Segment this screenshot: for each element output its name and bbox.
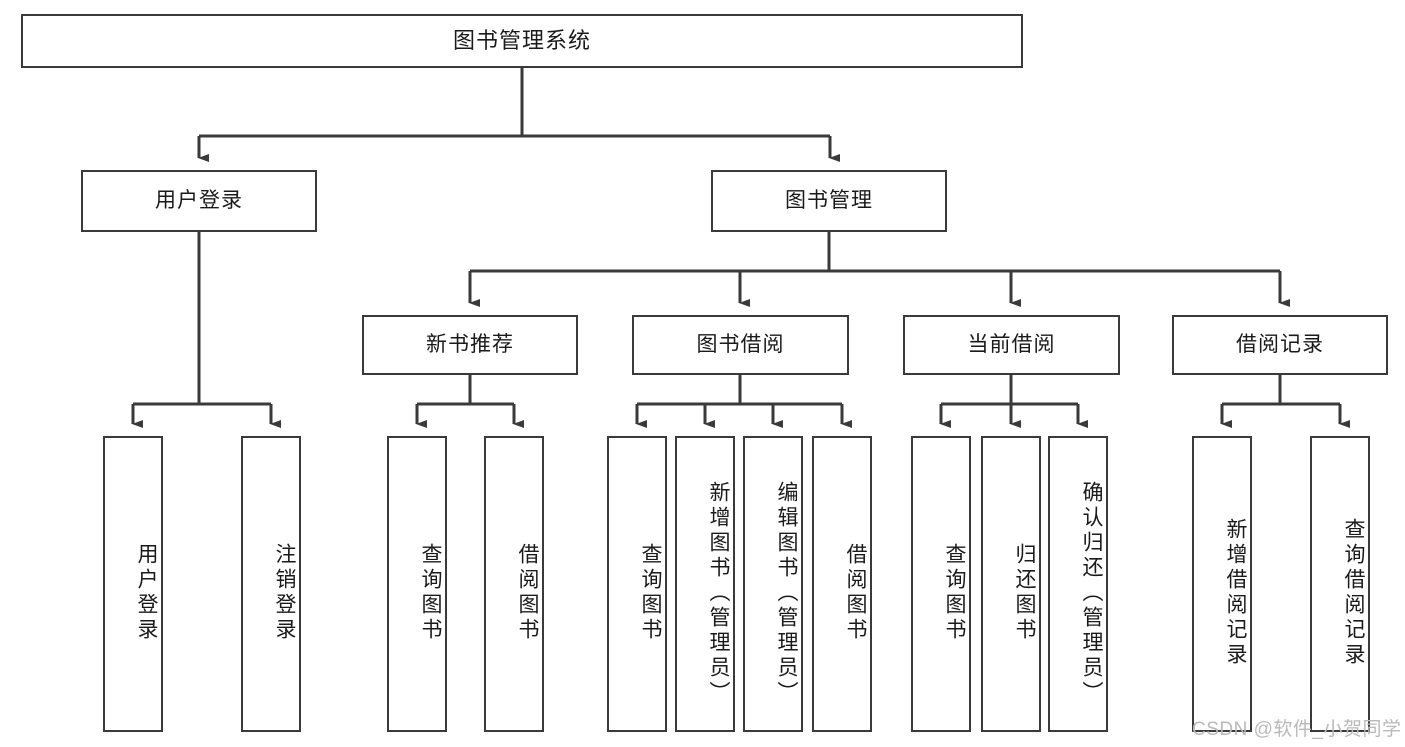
leaf-new-book-query[interactable]: 查询图书 <box>387 436 447 732</box>
node-label: 图书管理系统 <box>452 27 591 53</box>
node-label: 归还图书 <box>1013 543 1036 643</box>
node-label: 查询图书 <box>943 543 966 643</box>
node-label: 用户登录 <box>135 543 158 643</box>
csdn-watermark: CSDN @软件_小贺同学 <box>1192 719 1402 740</box>
node-label: 借阅图书 <box>516 543 539 643</box>
leaf-new-book-borrow[interactable]: 借阅图书 <box>484 436 544 732</box>
node-label: 查询图书 <box>419 543 442 643</box>
leaf-user-login-logout[interactable]: 注销登录 <box>241 436 301 732</box>
leaf-borrow-record-query[interactable]: 查询借阅记录 <box>1310 436 1370 732</box>
leaf-borrow-record-add[interactable]: 新增借阅记录 <box>1192 436 1252 732</box>
leaf-book-borrow-edit[interactable]: 编辑图书（管理员） <box>743 436 803 732</box>
leaf-current-borrow-return[interactable]: 归还图书 <box>981 436 1041 732</box>
node-label: 编辑图书（管理员） <box>775 480 798 706</box>
node-current-borrow[interactable]: 当前借阅 <box>903 315 1120 375</box>
node-label: 注销登录 <box>273 543 296 643</box>
node-root-book-management-system[interactable]: 图书管理系统 <box>21 14 1023 68</box>
leaf-book-borrow-borrow[interactable]: 借阅图书 <box>812 436 872 732</box>
node-book-management[interactable]: 图书管理 <box>711 170 947 232</box>
node-label: 查询借阅记录 <box>1342 518 1365 668</box>
node-label: 查询图书 <box>639 543 662 643</box>
node-label: 新书推荐 <box>426 333 514 357</box>
node-new-book-recommend[interactable]: 新书推荐 <box>362 315 578 375</box>
leaf-user-login-login[interactable]: 用户登录 <box>103 436 163 732</box>
node-label: 借阅图书 <box>844 543 867 643</box>
node-book-borrow[interactable]: 图书借阅 <box>632 315 849 375</box>
node-label: 图书借阅 <box>696 333 785 357</box>
node-label: 用户登录 <box>155 189 243 213</box>
node-user-login[interactable]: 用户登录 <box>81 170 317 232</box>
leaf-book-borrow-add[interactable]: 新增图书（管理员） <box>675 436 735 732</box>
node-label: 借阅记录 <box>1236 333 1324 357</box>
node-label: 图书管理 <box>785 189 873 213</box>
node-label: 新增借阅记录 <box>1224 518 1247 668</box>
node-borrow-record[interactable]: 借阅记录 <box>1172 315 1388 375</box>
node-label: 当前借阅 <box>967 333 1056 357</box>
node-label: 新增图书（管理员） <box>707 480 730 706</box>
leaf-book-borrow-query[interactable]: 查询图书 <box>607 436 667 732</box>
leaf-current-borrow-confirm-return[interactable]: 确认归还（管理员） <box>1048 436 1108 732</box>
node-label: 确认归还（管理员） <box>1080 480 1103 706</box>
leaf-current-borrow-query[interactable]: 查询图书 <box>911 436 971 732</box>
